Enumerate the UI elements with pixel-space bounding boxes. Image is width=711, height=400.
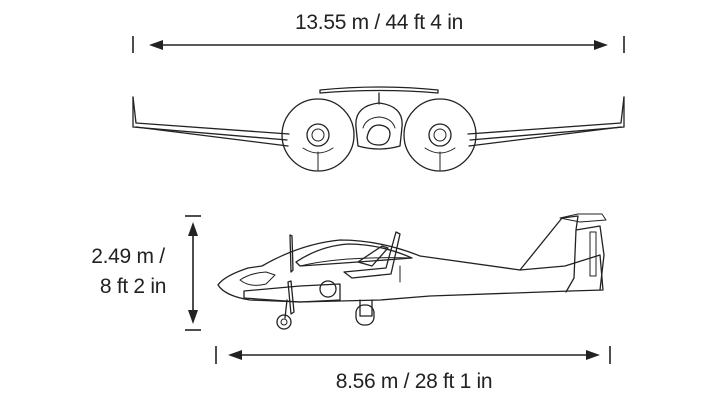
left-spinner-inner [311,128,325,142]
side-winglet [357,245,389,267]
arrowhead-down [188,310,198,324]
height-label-imperial: 8 ft 2 in [100,275,166,298]
left-wing-upper [132,96,290,135]
side-cabin-window [319,280,337,298]
right-wing-upper [467,96,625,135]
side-engine-nacelle [243,283,341,303]
arrowhead-right [594,40,608,50]
side-nose [239,271,276,286]
side-canopy-line [299,257,413,267]
front-windshield [362,116,396,129]
main-gear-strut [359,299,373,317]
main-gear-wheel [355,304,375,326]
side-vertical-tail [519,215,579,293]
length-label: 8.56 m / 28 ft 1 in [336,370,493,393]
side-view-aircraft [217,213,607,330]
left-propeller-disc [281,98,355,172]
left-wingtip [132,96,288,141]
right-spinner [428,123,452,147]
front-horizontal-tail [319,86,439,94]
nose-gear-wheel [276,314,292,330]
front-nose-cone [366,124,391,146]
left-spinner [306,123,330,147]
front-view-aircraft [132,86,625,172]
right-propeller-disc [403,98,477,172]
side-propeller-lower [287,280,295,315]
height-dimension: 2.49 m / 8 ft 2 in [91,215,201,331]
side-wing-root [343,231,401,279]
left-wing-lower [135,126,289,147]
height-label-metric: 2.49 m / [91,245,165,268]
right-wingtip [469,96,625,141]
side-rudder [589,231,597,277]
arrowhead-left [149,40,163,50]
side-tail-rear [575,225,605,291]
side-horizontal-tail [559,213,607,223]
wingspan-dimension: 13.55 m / 44 ft 4 in [132,11,625,53]
right-wing-lower [468,126,622,147]
wingspan-label: 13.55 m / 44 ft 4 in [295,11,463,34]
side-fuselage [217,239,604,303]
right-spinner-inner [433,128,447,142]
front-fuselage [355,102,403,150]
length-dimension: 8.56 m / 28 ft 1 in [215,346,611,393]
arrowhead-left-bottom [228,350,242,360]
arrowhead-right-bottom [586,350,600,360]
nose-gear-hub [280,318,288,326]
side-canopy [295,243,413,267]
side-propeller-upper [289,234,294,273]
arrowhead-up [188,222,198,236]
